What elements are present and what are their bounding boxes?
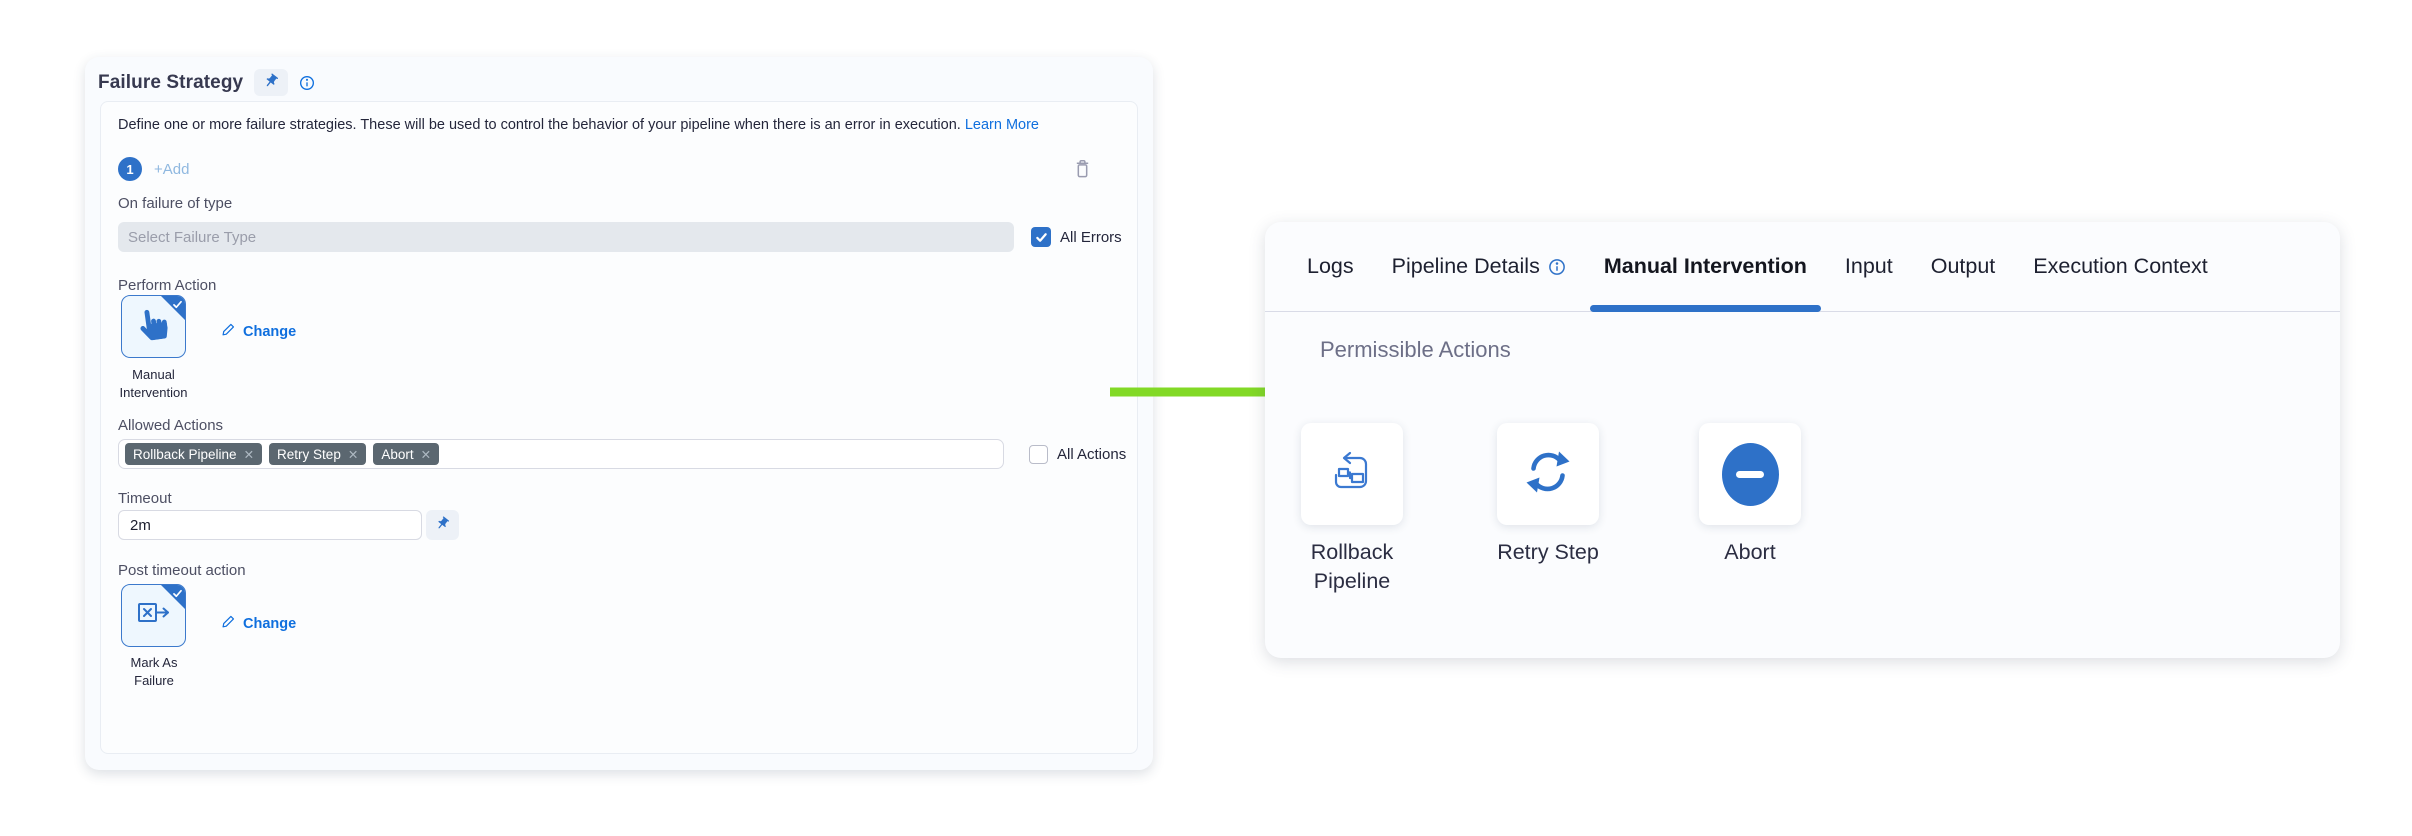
checkbox-checked-icon <box>1031 227 1051 247</box>
selected-check-icon <box>172 297 183 315</box>
failure-strategy-panel: Failure Strategy Define one or more fail… <box>85 57 1153 770</box>
retry-step-button[interactable] <box>1497 423 1599 525</box>
selected-corner <box>161 585 185 609</box>
failure-strategy-header: Failure Strategy <box>98 69 315 96</box>
action-rollback-pipeline: Rollback Pipeline <box>1282 423 1422 596</box>
change-action-link[interactable]: Change <box>221 322 296 341</box>
tab-logs[interactable]: Logs <box>1307 222 1354 312</box>
learn-more-link[interactable]: Learn More <box>964 117 1039 133</box>
remove-tag-icon[interactable]: ✕ <box>420 447 432 462</box>
timeout-label: Timeout <box>118 490 172 507</box>
hand-pointer-icon <box>140 309 168 345</box>
tag-retry-step: Retry Step ✕ <box>269 443 367 465</box>
failure-type-select[interactable]: Select Failure Type <box>118 222 1014 252</box>
checkbox-unchecked-icon <box>1029 444 1048 464</box>
info-icon[interactable] <box>299 75 315 91</box>
allowed-actions-row: Rollback Pipeline ✕ Retry Step ✕ Abort ✕… <box>118 439 1126 469</box>
post-timeout-label: Post timeout action <box>118 562 246 579</box>
trash-icon <box>1073 159 1092 182</box>
on-failure-label: On failure of type <box>118 195 233 212</box>
mark-as-failure-icon <box>136 599 172 632</box>
perform-action-card[interactable] <box>121 295 186 358</box>
detail-tabs: Logs Pipeline Details Manual Interventio… <box>1265 222 2340 312</box>
abort-button[interactable] <box>1699 423 1801 525</box>
info-icon <box>1548 258 1566 276</box>
strategy-description: Define one or more failure strategies. T… <box>118 117 1039 133</box>
rollback-pipeline-button[interactable] <box>1301 423 1403 525</box>
tag-rollback-pipeline: Rollback Pipeline ✕ <box>125 443 263 465</box>
all-errors-label: All Errors <box>1060 228 1122 246</box>
failure-type-row: Select Failure Type All Errors <box>118 222 1122 252</box>
failure-type-placeholder: Select Failure Type <box>128 228 257 246</box>
action-label: Abort <box>1724 540 1776 564</box>
delete-strategy-button[interactable] <box>1071 158 1093 180</box>
pencil-icon <box>221 322 236 341</box>
allowed-actions-input[interactable]: Rollback Pipeline ✕ Retry Step ✕ Abort ✕ <box>118 439 1004 469</box>
action-label: Retry Step <box>1497 540 1599 564</box>
abort-icon <box>1721 442 1779 506</box>
tab-manual-intervention[interactable]: Manual Intervention <box>1589 222 1821 312</box>
description-text: Define one or more failure strategies. T… <box>118 117 961 133</box>
action-retry-step: Retry Step <box>1478 423 1618 567</box>
allowed-actions-label: Allowed Actions <box>118 417 224 434</box>
execution-detail-panel: Logs Pipeline Details Manual Interventio… <box>1265 222 2340 658</box>
change-post-timeout-link[interactable]: Change <box>221 614 296 633</box>
tab-input[interactable]: Input <box>1845 222 1893 312</box>
timeout-input[interactable]: 2m <box>118 510 422 540</box>
pin-icon <box>263 73 279 92</box>
change-label: Change <box>243 323 297 340</box>
failure-strategy-form: Define one or more failure strategies. T… <box>100 101 1138 754</box>
pencil-icon <box>221 614 236 633</box>
tab-execution-context[interactable]: Execution Context <box>2033 222 2208 312</box>
pin-button[interactable] <box>254 69 289 96</box>
rollback-pipeline-icon <box>1329 449 1375 500</box>
timeout-row: 2m <box>118 510 459 540</box>
retry-step-icon <box>1520 444 1576 505</box>
timeout-pin-button[interactable] <box>426 510 459 540</box>
all-actions-label: All Actions <box>1057 445 1127 463</box>
remove-tag-icon[interactable]: ✕ <box>347 447 359 462</box>
pin-icon <box>435 516 450 534</box>
perform-action-label: Perform Action <box>118 277 217 294</box>
action-abort: Abort <box>1680 423 1820 567</box>
panel-title: Failure Strategy <box>98 71 244 93</box>
selected-corner <box>161 296 185 320</box>
post-timeout-action-card[interactable] <box>121 584 186 647</box>
action-label: Rollback Pipeline <box>1310 540 1394 594</box>
change-label: Change <box>243 615 297 632</box>
tag-abort: Abort ✕ <box>373 443 440 465</box>
remove-tag-icon[interactable]: ✕ <box>243 447 255 462</box>
tab-pipeline-details[interactable]: Pipeline Details <box>1392 222 1566 312</box>
perform-action-name: Manual Intervention <box>119 367 188 400</box>
selected-check-icon <box>172 586 183 604</box>
all-errors-checkbox[interactable]: All Errors <box>1031 227 1122 247</box>
all-actions-checkbox[interactable]: All Actions <box>1029 444 1127 464</box>
post-timeout-action-name: Mark As Failure <box>130 655 178 688</box>
tab-output[interactable]: Output <box>1931 222 1996 312</box>
strategy-tabs-row: 1 +Add <box>118 157 1118 181</box>
strategy-index-badge[interactable]: 1 <box>118 157 142 181</box>
add-strategy-button[interactable]: +Add <box>154 160 190 178</box>
permissible-actions-title: Permissible Actions <box>1320 337 1511 362</box>
